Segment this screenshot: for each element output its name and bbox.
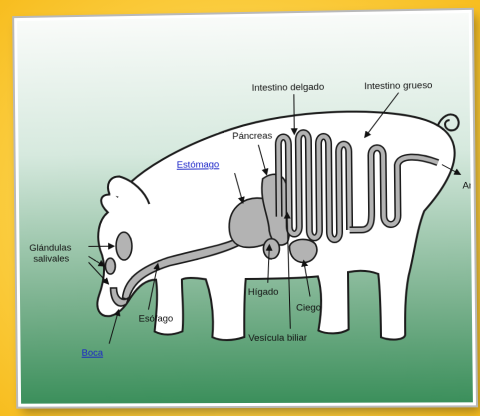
label-glandulas: Glándulas (29, 243, 71, 254)
label-ano: Ano (462, 180, 472, 191)
label-vesicula-biliar: Vesícula biliar (248, 333, 307, 344)
label-intestino-delgado: Intestino delgado (252, 82, 325, 94)
label-ciego: Ciego (296, 302, 321, 313)
link-estomago[interactable]: Estómago (177, 159, 220, 171)
label-esofago: Esófago (139, 313, 174, 324)
label-intestino-grueso: Intestino grueso (364, 80, 432, 92)
diagram-frame: Intestino delgado Intestino grueso Páncr… (14, 10, 476, 407)
pig-digestive-diagram: Intestino delgado Intestino grueso Páncr… (17, 13, 473, 404)
label-salivales: salivales (33, 254, 69, 265)
label-pancreas: Páncreas (232, 131, 272, 143)
label-higado: Hígado (248, 287, 279, 298)
link-boca[interactable]: Boca (82, 348, 104, 359)
